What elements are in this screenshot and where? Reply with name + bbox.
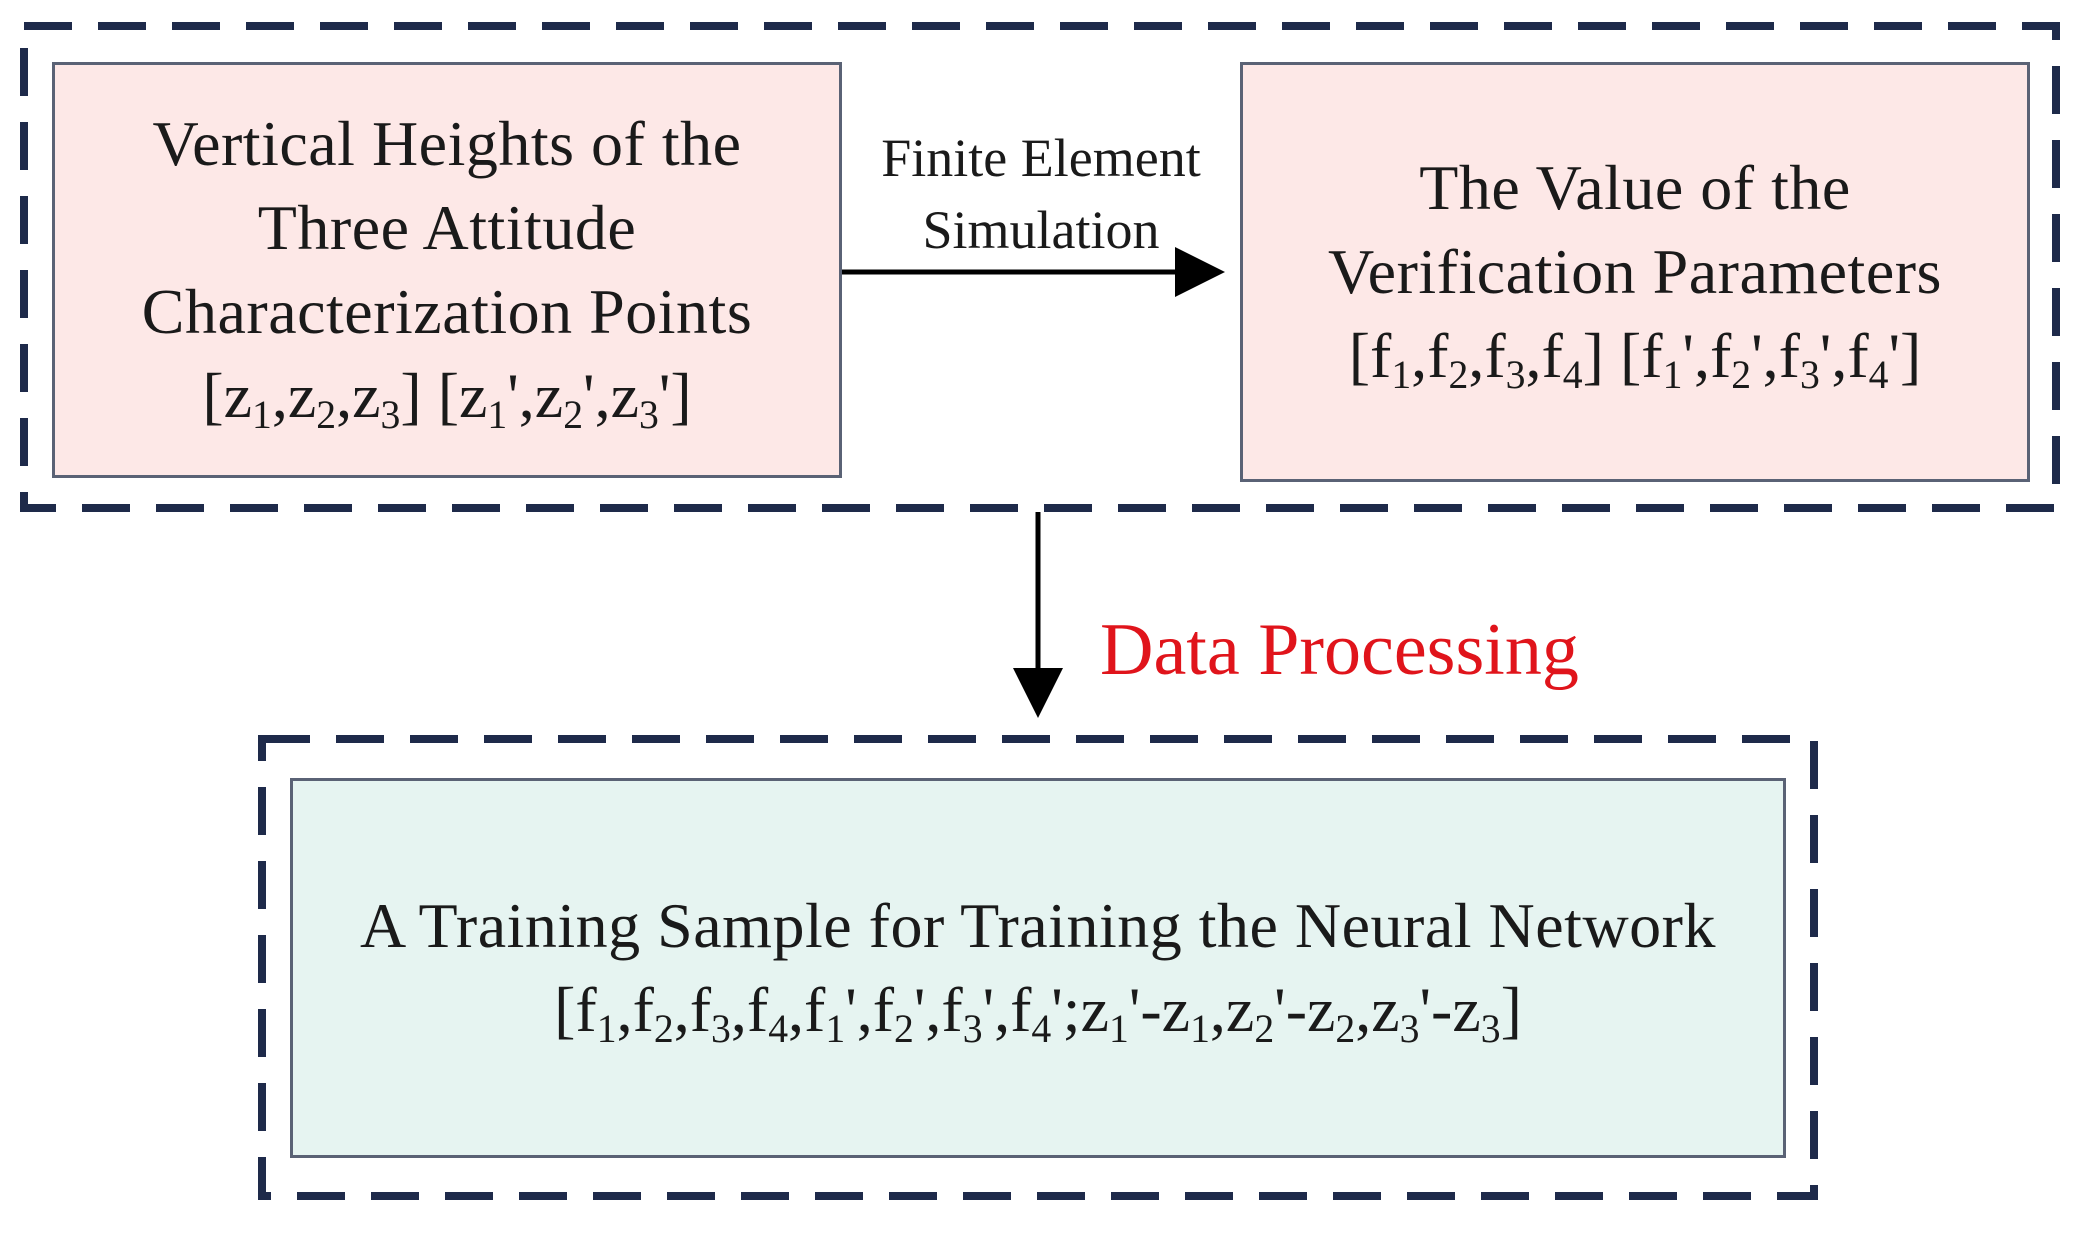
data-processing-label: Data Processing — [1100, 609, 1579, 691]
vertical-heights-line-3: Characterization Points — [141, 276, 753, 347]
bottom-dashed-border — [258, 735, 1818, 1200]
finite-element-simulation-label: Finite Element Simulation — [842, 122, 1240, 266]
vertical-heights-line-2: Three Attitude — [257, 192, 637, 263]
verification-line-2: Verification Parameters — [1328, 236, 1942, 307]
vertical-heights-line-1: Vertical Heights of the — [152, 108, 742, 179]
z-vector-formula: [z1,z2,z3] [z1',z2',z3'] — [202, 360, 692, 438]
verification-parameters-box: The Value of the Verification Parameters… — [1240, 62, 2030, 482]
simulation-label-line-2: Simulation — [922, 200, 1160, 260]
f-vector-formula: [f1,f2,f3,f4] [f1',f2',f3',f4'] — [1348, 320, 1922, 398]
vertical-heights-box: Vertical Heights of the Three Attitude C… — [52, 62, 842, 478]
training-sample-formula: [f1,f2,f3,f4,f1',f2',f3',f4';z1'-z1,z2'-… — [554, 974, 1522, 1052]
verification-line-1: The Value of the — [1419, 152, 1851, 223]
bottom-dashed-container — [258, 735, 1818, 1200]
training-sample-title: A Training Sample for Training the Neura… — [360, 890, 1716, 961]
training-sample-box: A Training Sample for Training the Neura… — [290, 778, 1786, 1158]
simulation-label-line-1: Finite Element — [881, 128, 1201, 188]
